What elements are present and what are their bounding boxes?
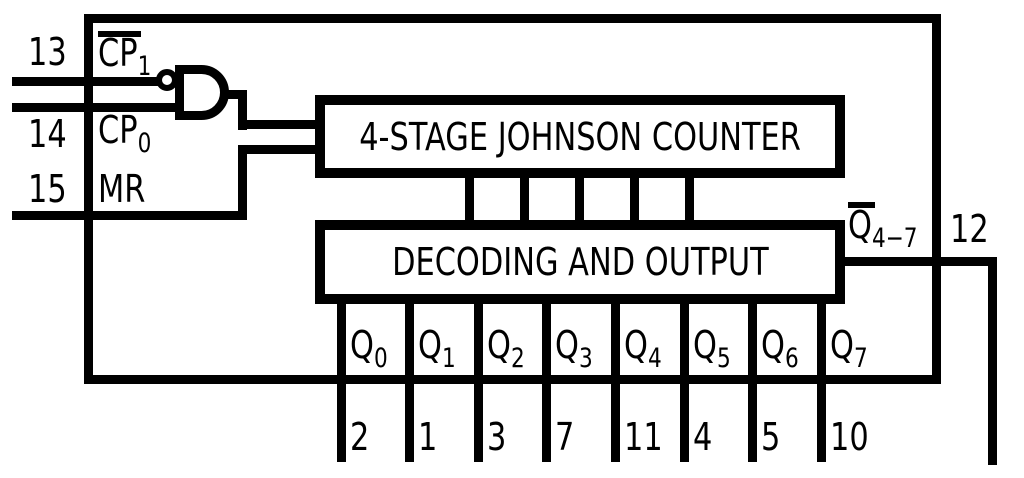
q7-base: Q xyxy=(830,323,854,367)
wire-clock-to-counter xyxy=(238,120,318,129)
q4-pin-number: 11 xyxy=(624,415,663,459)
q0-label: Q0 xyxy=(350,326,388,372)
qbar47-label: Q4−7 xyxy=(848,206,918,252)
cp1-base: CP xyxy=(98,31,138,75)
q1-pin-number: 1 xyxy=(418,415,438,459)
wire-mr-to-counter xyxy=(238,145,318,154)
q1-base: Q xyxy=(418,323,442,367)
cp1-label: CP1 xyxy=(98,34,151,80)
q7-subscript: 7 xyxy=(853,343,868,374)
q6-base: Q xyxy=(761,323,785,367)
pin15-number: 15 xyxy=(28,167,67,211)
q5-base: Q xyxy=(693,323,717,367)
cp0-subscript: 0 xyxy=(137,128,152,159)
q3-base: Q xyxy=(555,323,579,367)
q3-subscript: 3 xyxy=(578,343,593,374)
decoding-output-title: DECODING AND OUTPUT xyxy=(391,240,769,284)
johnson-counter-block: 4-STAGE JOHNSON COUNTER xyxy=(315,95,845,178)
cp1-overline xyxy=(98,31,141,37)
wire-stage-bus-3 xyxy=(575,172,584,226)
qbar47-base: Q xyxy=(848,203,872,247)
wire-stage-bus-1 xyxy=(465,172,474,226)
cp1-subscript: 1 xyxy=(137,51,152,82)
q6-label: Q6 xyxy=(761,326,799,372)
q2-label: Q2 xyxy=(487,326,525,372)
q1-subscript: 1 xyxy=(441,343,456,374)
wire-gate-output-h xyxy=(224,90,247,99)
q3-label: Q3 xyxy=(555,326,593,372)
q6-subscript: 6 xyxy=(784,343,799,374)
pin13-number: 13 xyxy=(28,30,67,74)
wire-gate-output-v xyxy=(238,90,247,130)
q5-pin-number: 4 xyxy=(693,415,713,459)
wire-stage-bus-4 xyxy=(630,172,639,226)
wire-pin12-drop xyxy=(988,257,997,465)
q7-pin-number: 10 xyxy=(830,415,869,459)
q2-base: Q xyxy=(487,323,511,367)
inverter-bubble-icon xyxy=(156,69,178,91)
q0-base: Q xyxy=(350,323,374,367)
decoding-output-block: DECODING AND OUTPUT xyxy=(315,220,845,304)
q4-subscript: 4 xyxy=(647,343,662,374)
wire-pin14-cp0 xyxy=(12,103,180,112)
ic-boundary xyxy=(84,14,941,384)
q4-label: Q4 xyxy=(624,326,662,372)
cp0-label: CP0 xyxy=(98,111,151,157)
q0-pin-number: 2 xyxy=(350,415,370,459)
q6-pin-number: 5 xyxy=(761,415,781,459)
q5-subscript: 5 xyxy=(716,343,731,374)
cp0-base: CP xyxy=(98,108,138,152)
wire-mr-riser xyxy=(238,145,247,220)
q7-label: Q7 xyxy=(830,326,868,372)
q5-label: Q5 xyxy=(693,326,731,372)
q2-pin-number: 3 xyxy=(487,415,507,459)
qbar47-overline xyxy=(848,202,875,208)
mr-label: MR xyxy=(98,167,146,211)
wire-stage-bus-5 xyxy=(685,172,694,226)
q1-label: Q1 xyxy=(418,326,456,372)
q3-pin-number: 7 xyxy=(555,415,575,459)
clock-and-gate xyxy=(175,65,229,120)
pin14-number: 14 xyxy=(28,112,67,156)
pin12-number: 12 xyxy=(950,207,989,251)
q4-base: Q xyxy=(624,323,648,367)
wire-qbar47-h xyxy=(845,257,997,266)
qbar47-subscript: 4−7 xyxy=(871,223,918,254)
q0-subscript: 0 xyxy=(373,343,388,374)
johnson-counter-title: 4-STAGE JOHNSON COUNTER xyxy=(359,114,801,159)
q2-subscript: 2 xyxy=(510,343,525,374)
wire-stage-bus-2 xyxy=(520,172,529,226)
wire-pin15-mr xyxy=(12,211,247,220)
